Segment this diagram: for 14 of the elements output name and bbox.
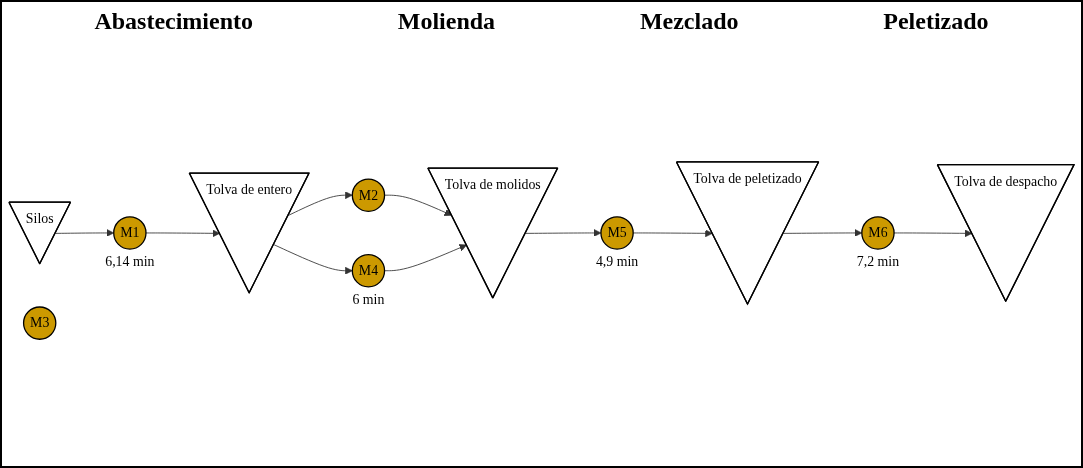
duration-label: 7,2 min xyxy=(856,254,900,270)
duration-label: 6,14 min xyxy=(105,254,155,270)
stage-heading: Peletizado xyxy=(883,8,989,35)
stage-heading: Mezclado xyxy=(639,8,739,35)
node-circle: M6 xyxy=(861,216,895,250)
node-circle: M3 xyxy=(22,306,57,340)
duration-label: 6 min xyxy=(352,292,385,308)
duration-label: 4,9 min xyxy=(595,254,639,270)
node-circle: M1 xyxy=(113,216,147,250)
node-circle: M5 xyxy=(600,216,634,250)
stage-heading: Abastecimiento xyxy=(94,8,253,35)
node-circle: M4 xyxy=(351,253,386,288)
node-circle: M2 xyxy=(351,178,386,212)
stage-heading: Molienda xyxy=(397,8,496,35)
